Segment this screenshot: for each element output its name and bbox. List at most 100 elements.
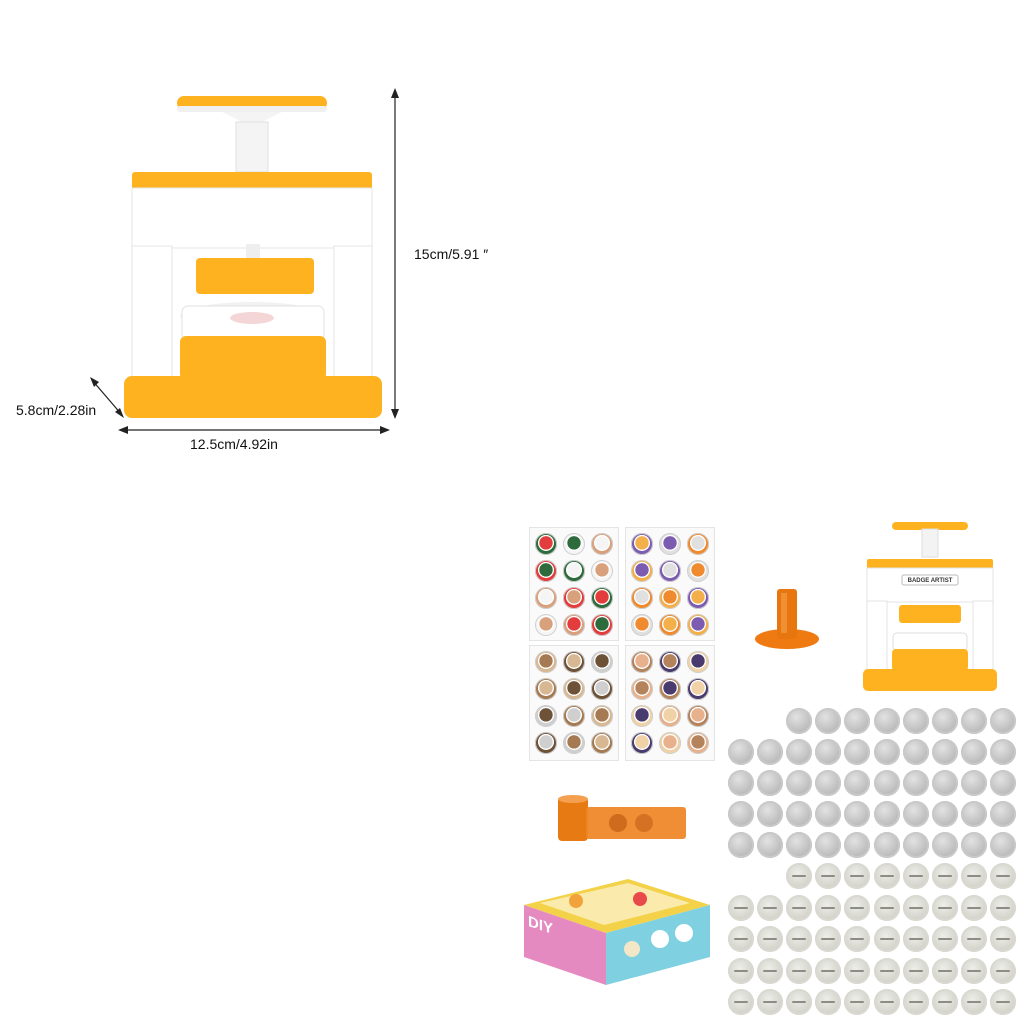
- sticker: [659, 587, 681, 609]
- sticker: [563, 587, 585, 609]
- sticker: [563, 732, 585, 754]
- metal-badge-front: [844, 770, 871, 796]
- sticker: [563, 678, 585, 700]
- cutter-tool: [755, 589, 819, 649]
- sticker: [591, 560, 613, 582]
- sticker: [687, 560, 709, 582]
- metal-badge-front: [815, 832, 842, 858]
- sticker: [563, 560, 585, 582]
- sticker: [631, 732, 653, 754]
- metal-badge-front: [728, 801, 754, 827]
- sticker: [687, 587, 709, 609]
- badge-back: [844, 989, 871, 1015]
- badge-back: [960, 894, 987, 921]
- metal-badge-front: [960, 708, 987, 734]
- width-label: 12.5cm/4.92in: [190, 436, 278, 452]
- metal-badge-front: [728, 832, 754, 858]
- metal-badge-front: [902, 801, 929, 827]
- metal-badge-front: [786, 770, 813, 796]
- badge-back: [757, 926, 784, 952]
- badge-back: [873, 894, 900, 921]
- height-label: 15cm/5.91 ″: [414, 246, 489, 262]
- sticker: [563, 533, 585, 555]
- sticker: [563, 705, 585, 727]
- sticker: [535, 560, 557, 582]
- badge-back: [873, 863, 900, 889]
- sticker: [659, 705, 681, 727]
- metal-badge-front: [786, 832, 813, 858]
- sticker: [687, 705, 709, 727]
- sticker: [591, 678, 613, 700]
- metal-badge-front: [728, 770, 754, 796]
- sticker: [535, 651, 557, 673]
- badge-back: [786, 989, 813, 1015]
- badge-back: [960, 926, 987, 952]
- metal-badge-front: [902, 770, 929, 796]
- metal-badge-front: [873, 801, 900, 827]
- sticker: [631, 651, 653, 673]
- metal-badge-front: [960, 801, 987, 827]
- badge-back: [757, 957, 784, 984]
- badge-back: [728, 957, 754, 984]
- sticker: [591, 705, 613, 727]
- metal-badge-front: [989, 801, 1016, 827]
- badge-back: [815, 926, 842, 952]
- metal-badge-front: [960, 739, 987, 765]
- metal-badge-front: [844, 801, 871, 827]
- metal-badge-front: [815, 739, 842, 765]
- badge-back: [931, 894, 958, 921]
- sticker: [659, 651, 681, 673]
- metal-badge-front: [757, 832, 784, 858]
- metal-badge-front: [815, 708, 842, 734]
- sticker: [631, 614, 653, 636]
- sticker: [535, 678, 557, 700]
- sticker: [687, 651, 709, 673]
- product-contents: BADGE ARTIST DIY: [520, 515, 1024, 1024]
- badge-back: [960, 863, 987, 889]
- metal-badge-front: [815, 801, 842, 827]
- metal-badge-front: [989, 708, 1016, 734]
- badge-back: [815, 957, 842, 984]
- metal-badge-front: [960, 770, 987, 796]
- metal-badge-front: [989, 832, 1016, 858]
- metal-badge-front: [873, 739, 900, 765]
- sticker: [563, 651, 585, 673]
- metal-badge-front: [815, 770, 842, 796]
- badge-back: [786, 957, 813, 984]
- metal-badge-front: [931, 770, 958, 796]
- sticker: [591, 651, 613, 673]
- badge-back: [960, 989, 987, 1015]
- badge-back: [786, 863, 813, 889]
- metal-badge-front: [786, 708, 813, 734]
- badge-back: [815, 989, 842, 1015]
- metal-badge-front: [931, 832, 958, 858]
- sticker: [535, 614, 557, 636]
- metal-badge-front: [960, 832, 987, 858]
- metal-badge-front: [902, 832, 929, 858]
- sticker: [687, 732, 709, 754]
- sticker: [659, 678, 681, 700]
- badge-back: [873, 989, 900, 1015]
- metal-badge-front: [931, 801, 958, 827]
- badge-back: [931, 863, 958, 889]
- sticker: [535, 587, 557, 609]
- sticker: [659, 732, 681, 754]
- badge-back: [815, 894, 842, 921]
- badge-back: [844, 894, 871, 921]
- sticker: [659, 533, 681, 555]
- sticker: [687, 614, 709, 636]
- metal-badge-front: [873, 832, 900, 858]
- metal-badge-front: [873, 708, 900, 734]
- metal-badge-front: [844, 832, 871, 858]
- press-machine-large: [90, 88, 399, 434]
- badge-back: [728, 926, 754, 952]
- badge-back: [989, 863, 1016, 889]
- sticker: [535, 533, 557, 555]
- metal-badge-front: [844, 708, 871, 734]
- sticker: [563, 614, 585, 636]
- metal-badge-front: [902, 739, 929, 765]
- metal-badge-front: [757, 801, 784, 827]
- sticker: [659, 560, 681, 582]
- sticker: [631, 533, 653, 555]
- sticker: [591, 732, 613, 754]
